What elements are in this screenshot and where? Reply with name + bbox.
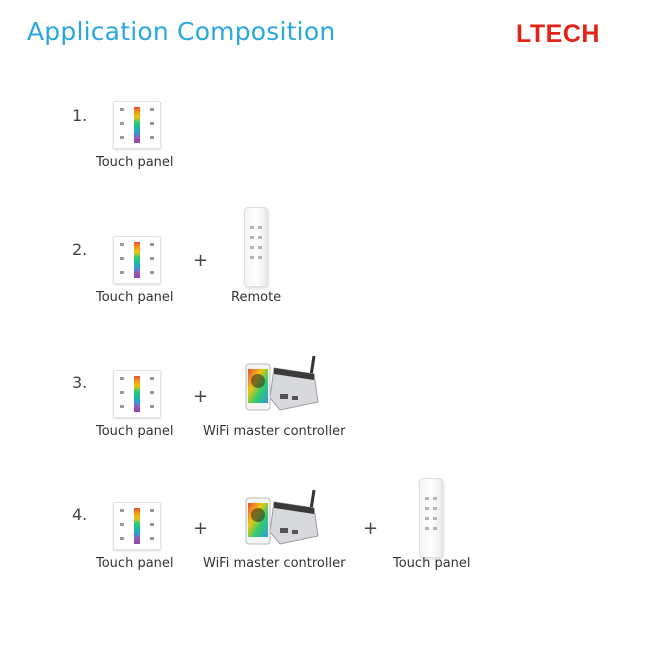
touch-panel-image — [113, 236, 161, 284]
plus-sign: + — [193, 386, 209, 407]
plus-sign: + — [363, 518, 379, 539]
wifi-controller-image — [245, 355, 319, 411]
item-caption: Remote — [231, 290, 282, 305]
remote-image — [244, 207, 268, 287]
wifi-controller-image — [245, 489, 319, 545]
plus-sign: + — [193, 250, 209, 271]
row-number: 4. — [72, 505, 88, 524]
item-caption: Touch panel — [96, 556, 174, 571]
row-number: 1. — [72, 106, 88, 125]
item-caption: Touch panel — [96, 155, 174, 170]
page-title: Application Composition — [27, 17, 336, 46]
plus-sign: + — [193, 518, 209, 539]
item-caption: WiFi master controller — [203, 424, 346, 439]
item-caption: Touch panel — [393, 556, 471, 571]
row-number: 3. — [72, 373, 88, 392]
touch-panel-image — [113, 502, 161, 550]
ltech-logo: LTECH — [516, 20, 600, 48]
row-number: 2. — [72, 240, 88, 259]
item-caption: WiFi master controller — [203, 556, 346, 571]
remote-image — [419, 478, 443, 558]
item-caption: Touch panel — [96, 424, 174, 439]
item-caption: Touch panel — [96, 290, 174, 305]
touch-panel-image — [113, 101, 161, 149]
touch-panel-image — [113, 370, 161, 418]
